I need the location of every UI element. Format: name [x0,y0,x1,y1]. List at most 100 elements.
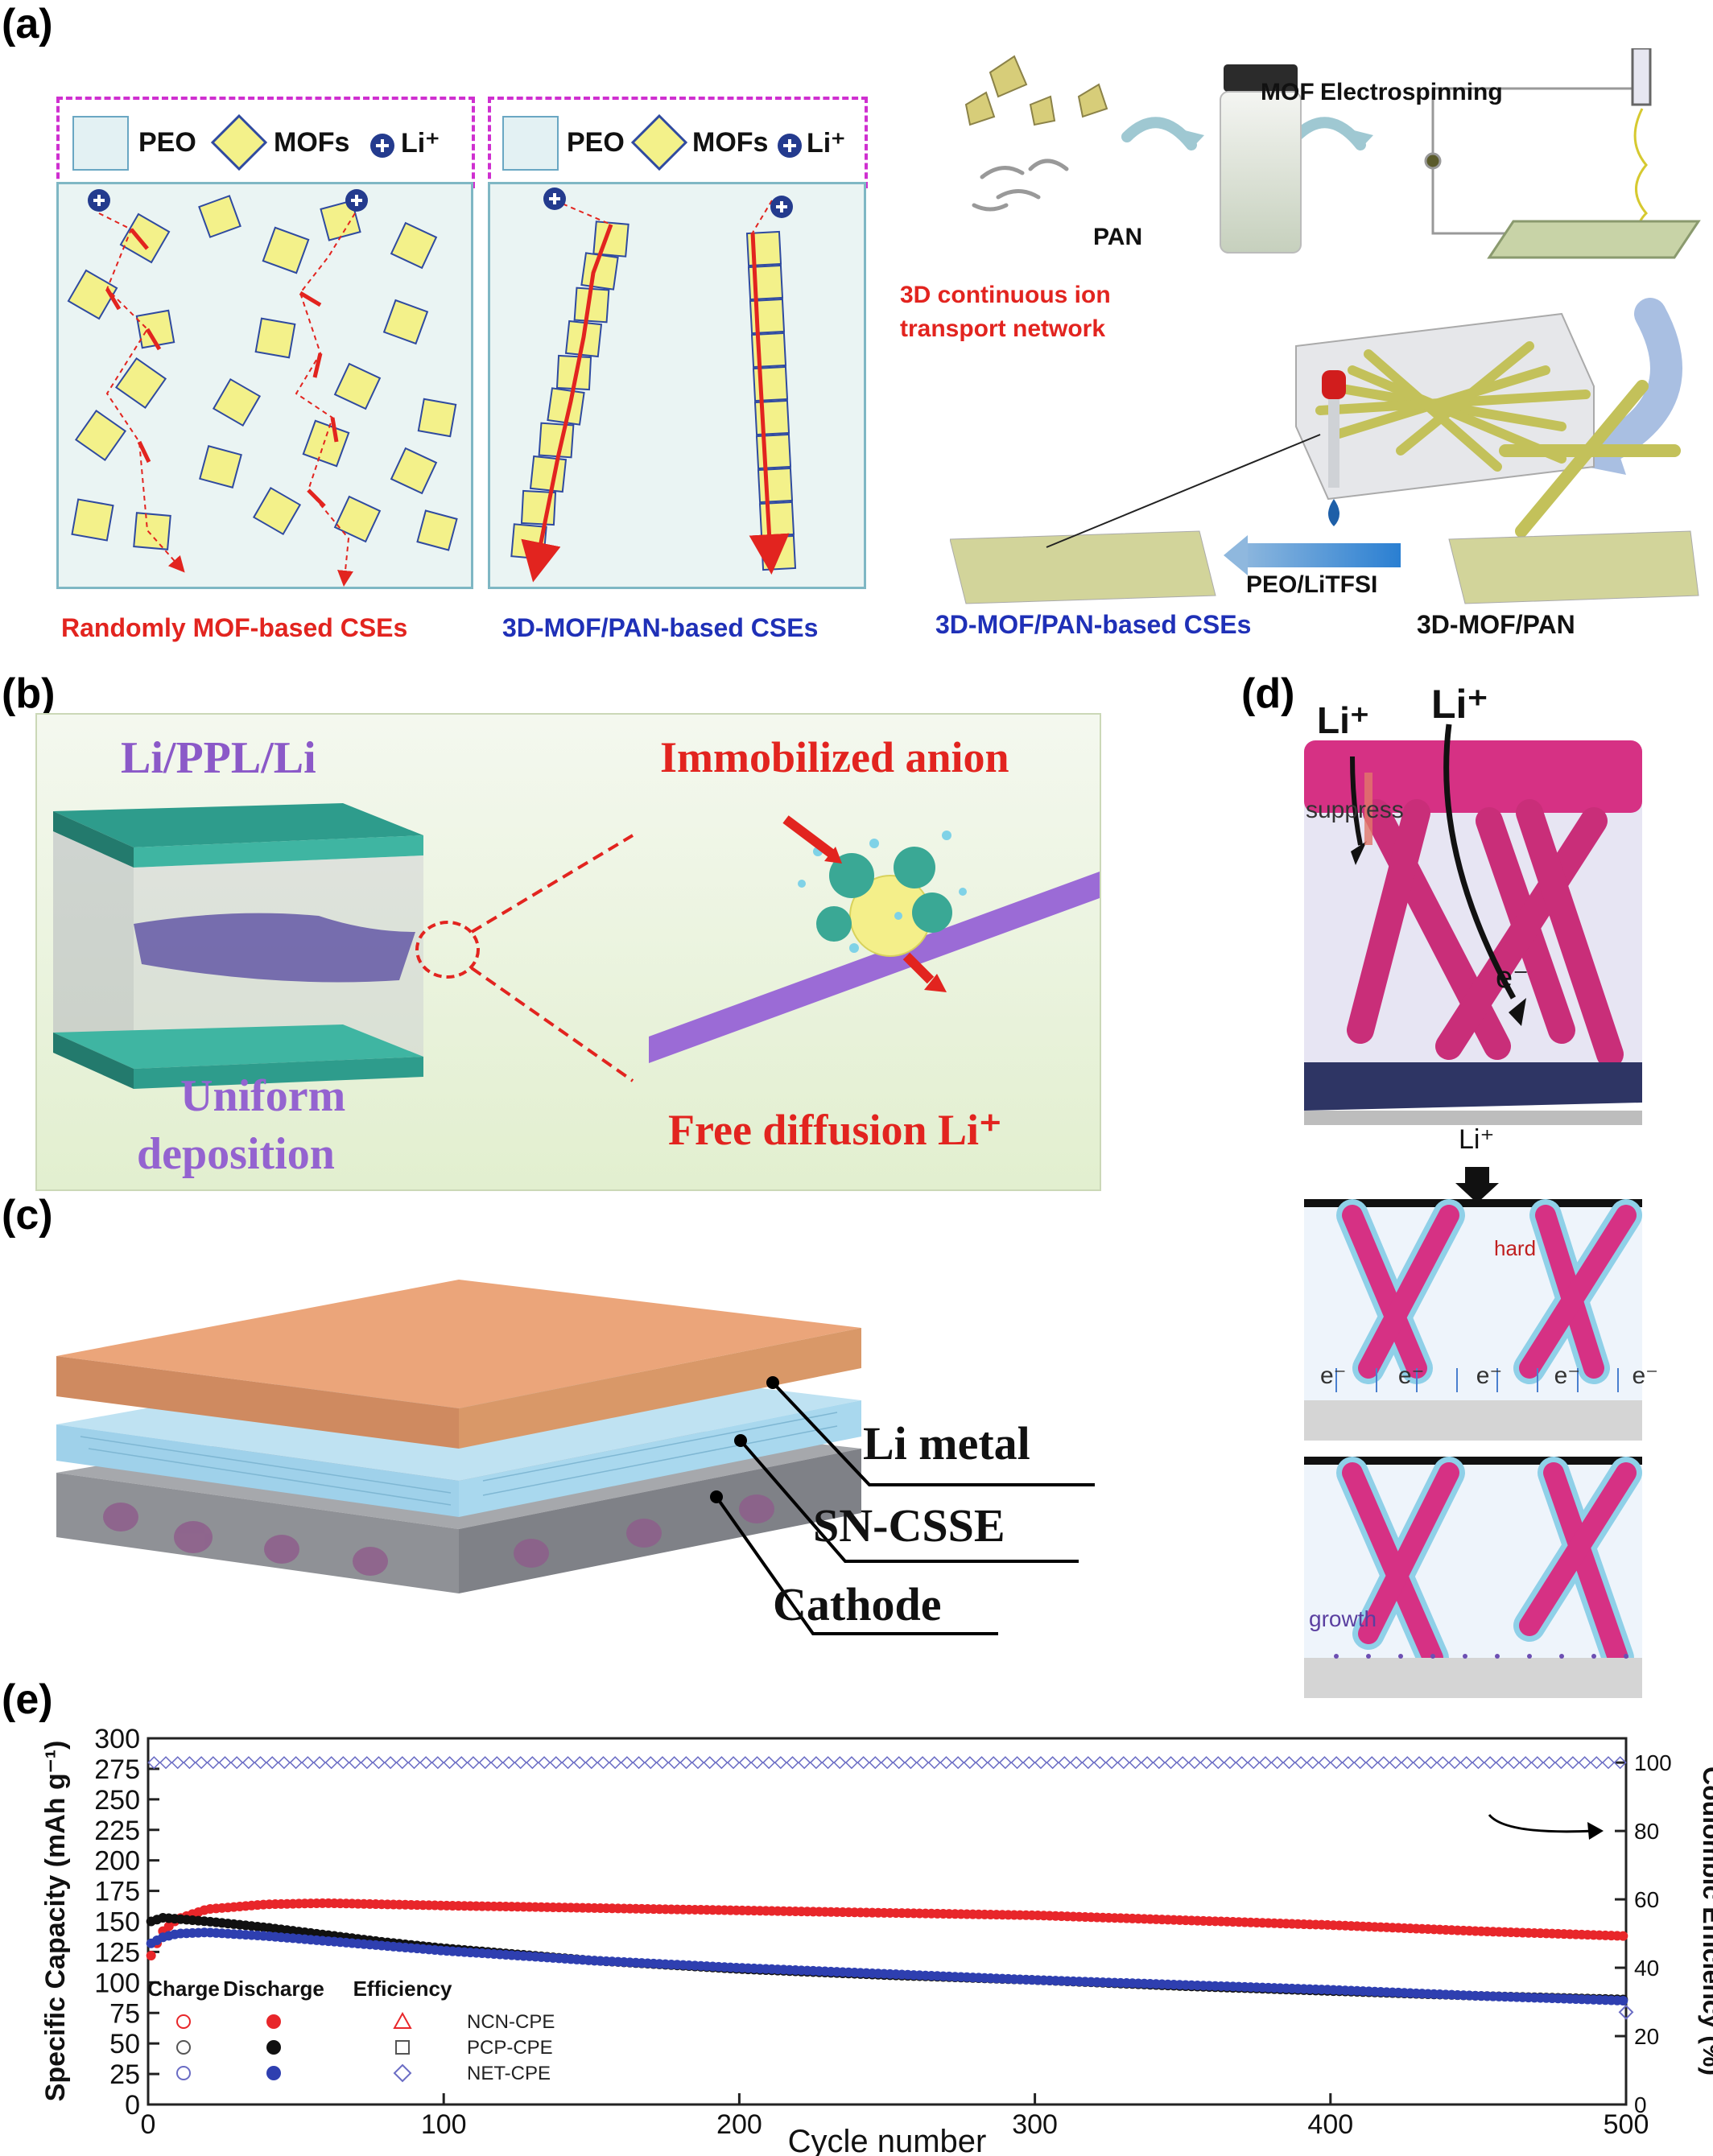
label-network-1: 3D continuous ion [900,282,1111,308]
label-growth: growth [1309,1606,1377,1631]
caption-random: Randomly MOF-based CSEs [61,613,408,642]
efficiency-point [644,1756,658,1770]
efficiency-point [856,1756,870,1770]
electron-label: e⁻ [1320,1362,1347,1389]
legend-efficiency-marker [393,2063,412,2083]
efficiency-point [655,1756,669,1770]
blue-arrow [1240,543,1401,567]
x-tick-label: 400 [1307,2109,1353,2140]
efficiency-point [561,1756,575,1770]
cse-mat [950,530,1216,604]
y2-tick-label: 20 [1634,2024,1659,2049]
y-tick-label: 275 [94,1754,140,1785]
efficiency-point [573,1756,587,1770]
legend-efficiency-marker [395,2040,410,2055]
3d-mof-diagram [488,182,866,589]
efficiency-point [1341,1756,1355,1770]
y-tick-label: 200 [94,1846,140,1877]
legend-header: Discharge [223,1977,324,2001]
efficiency-point [312,1756,327,1770]
label-free-diffusion: Free diffusion Li⁺ [668,1106,1002,1154]
efficiency-point [1010,1756,1024,1770]
efficiency-point [277,1756,291,1770]
y-tick-label: 75 [109,1998,140,2029]
mof-pan-mat [1448,530,1699,604]
legend-charge-marker [176,2040,191,2055]
efficiency-point [1330,1756,1344,1770]
y-tick-label: 50 [109,2029,140,2059]
efficiency-point [596,1756,610,1770]
legend-discharge-marker [266,2014,281,2029]
label-3d-mof-pan: 3D-MOF/PAN [1417,610,1575,639]
panel-c-illustration [56,1280,1095,1635]
efficiency-point [1306,1756,1319,1770]
efficiency-point [1034,1756,1048,1770]
efficiency-point [1129,1756,1142,1770]
panel-d-illustration [1304,723,1642,1698]
y-tick-label: 225 [94,1816,140,1846]
efficiency-point [254,1756,267,1770]
legend-charge-marker [176,2014,191,2029]
efficiency-axis-arrowhead [1587,1822,1604,1840]
efficiency-point [301,1756,315,1770]
efficiency-point [762,1756,776,1770]
efficiency-point [1282,1756,1296,1770]
efficiency-point [147,1756,161,1770]
label-pan: PAN [1093,224,1143,250]
efficiency-point [455,1756,468,1770]
legend-label: NET-CPE [467,2063,551,2084]
efficiency-point [183,1756,196,1770]
mof-swatch [210,113,268,171]
efficiency-point [1519,1756,1533,1770]
panel-b-illustration [53,803,1112,1089]
efficiency-point [1176,1756,1190,1770]
efficiency-point [466,1756,480,1770]
efficiency-point [230,1756,244,1770]
efficiency-point [1117,1756,1130,1770]
efficiency-point [1199,1756,1213,1770]
label-uniform: Uniform [180,1071,346,1121]
legend-efficiency-marker [393,2011,412,2029]
efficiency-point [1081,1756,1095,1770]
li-ion-icon [778,134,802,158]
efficiency-point [904,1756,918,1770]
efficiency-point [927,1756,941,1770]
efficiency-point [1069,1756,1084,1770]
efficiency-point [490,1756,504,1770]
efficiency-point [833,1756,847,1770]
mof-swatch [630,113,688,171]
legend-mofs: MOFs [274,127,350,158]
efficiency-point [750,1756,764,1770]
efficiency-point [537,1756,551,1770]
efficiency-point [738,1756,752,1770]
label-electron: e⁻ [1496,961,1529,995]
x-tick-label: 500 [1604,2109,1649,2140]
efficiency-point [1613,1756,1627,1770]
efficiency-point [1401,1756,1414,1770]
efficiency-point [1424,1756,1438,1770]
data-point-ncn-cpe [1618,1931,1628,1941]
efficiency-point [715,1756,729,1770]
efficiency-point [384,1756,398,1770]
legend-discharge-marker [266,2040,281,2055]
efficiency-point [1187,1756,1201,1770]
efficiency-point [289,1756,303,1770]
legend-header: Efficiency [353,1977,452,2001]
legend-header: Charge [147,1977,220,2001]
panel-label-c: (c) [2,1192,53,1239]
electron-label: e⁻ [1476,1362,1503,1389]
efficiency-point [880,1756,894,1770]
efficiency-point [632,1756,646,1770]
efficiency-point [1590,1756,1604,1770]
legend-peo: PEO [138,127,196,158]
label-cathode: Cathode [773,1578,942,1630]
y2-tick-label: 100 [1634,1750,1672,1775]
x-tick-label: 300 [1012,2109,1058,2140]
efficiency-point [798,1756,811,1770]
efficiency-point [336,1756,350,1770]
electron-label: e⁻ [1632,1362,1658,1389]
efficiency-point [691,1756,705,1770]
efficiency-point [1389,1756,1402,1770]
label-suppress: suppress [1306,797,1404,823]
efficiency-point [1058,1756,1071,1770]
